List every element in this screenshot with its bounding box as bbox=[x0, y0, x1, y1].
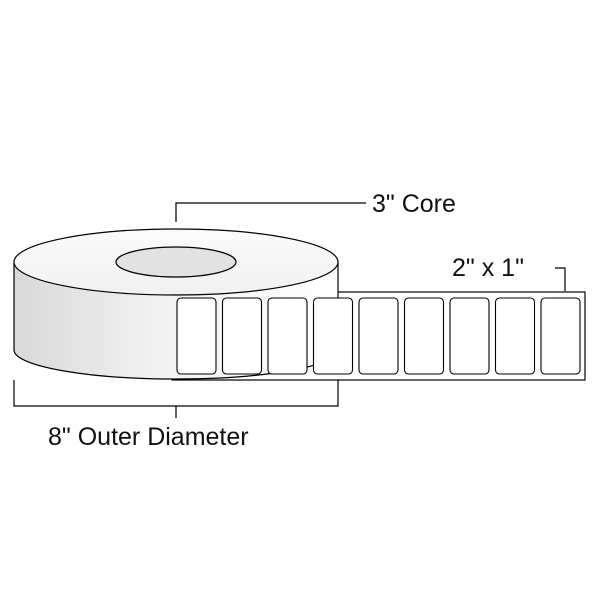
core-label: 3" Core bbox=[372, 190, 456, 218]
label-size-callout-line bbox=[555, 267, 566, 291]
label bbox=[267, 297, 308, 375]
labels-group bbox=[176, 297, 581, 375]
label bbox=[176, 297, 217, 375]
label bbox=[540, 297, 581, 375]
core-hole bbox=[115, 246, 237, 278]
label bbox=[358, 297, 399, 375]
label-size-text: 2" x 1" bbox=[452, 254, 524, 282]
outer-diameter-label: 8" Outer Diameter bbox=[48, 423, 249, 451]
core-callout-line bbox=[175, 202, 366, 222]
label bbox=[312, 297, 354, 375]
label bbox=[494, 297, 536, 375]
label bbox=[403, 297, 445, 375]
label bbox=[449, 297, 490, 375]
outer-diameter-bracket bbox=[13, 380, 339, 407]
label bbox=[221, 297, 263, 375]
